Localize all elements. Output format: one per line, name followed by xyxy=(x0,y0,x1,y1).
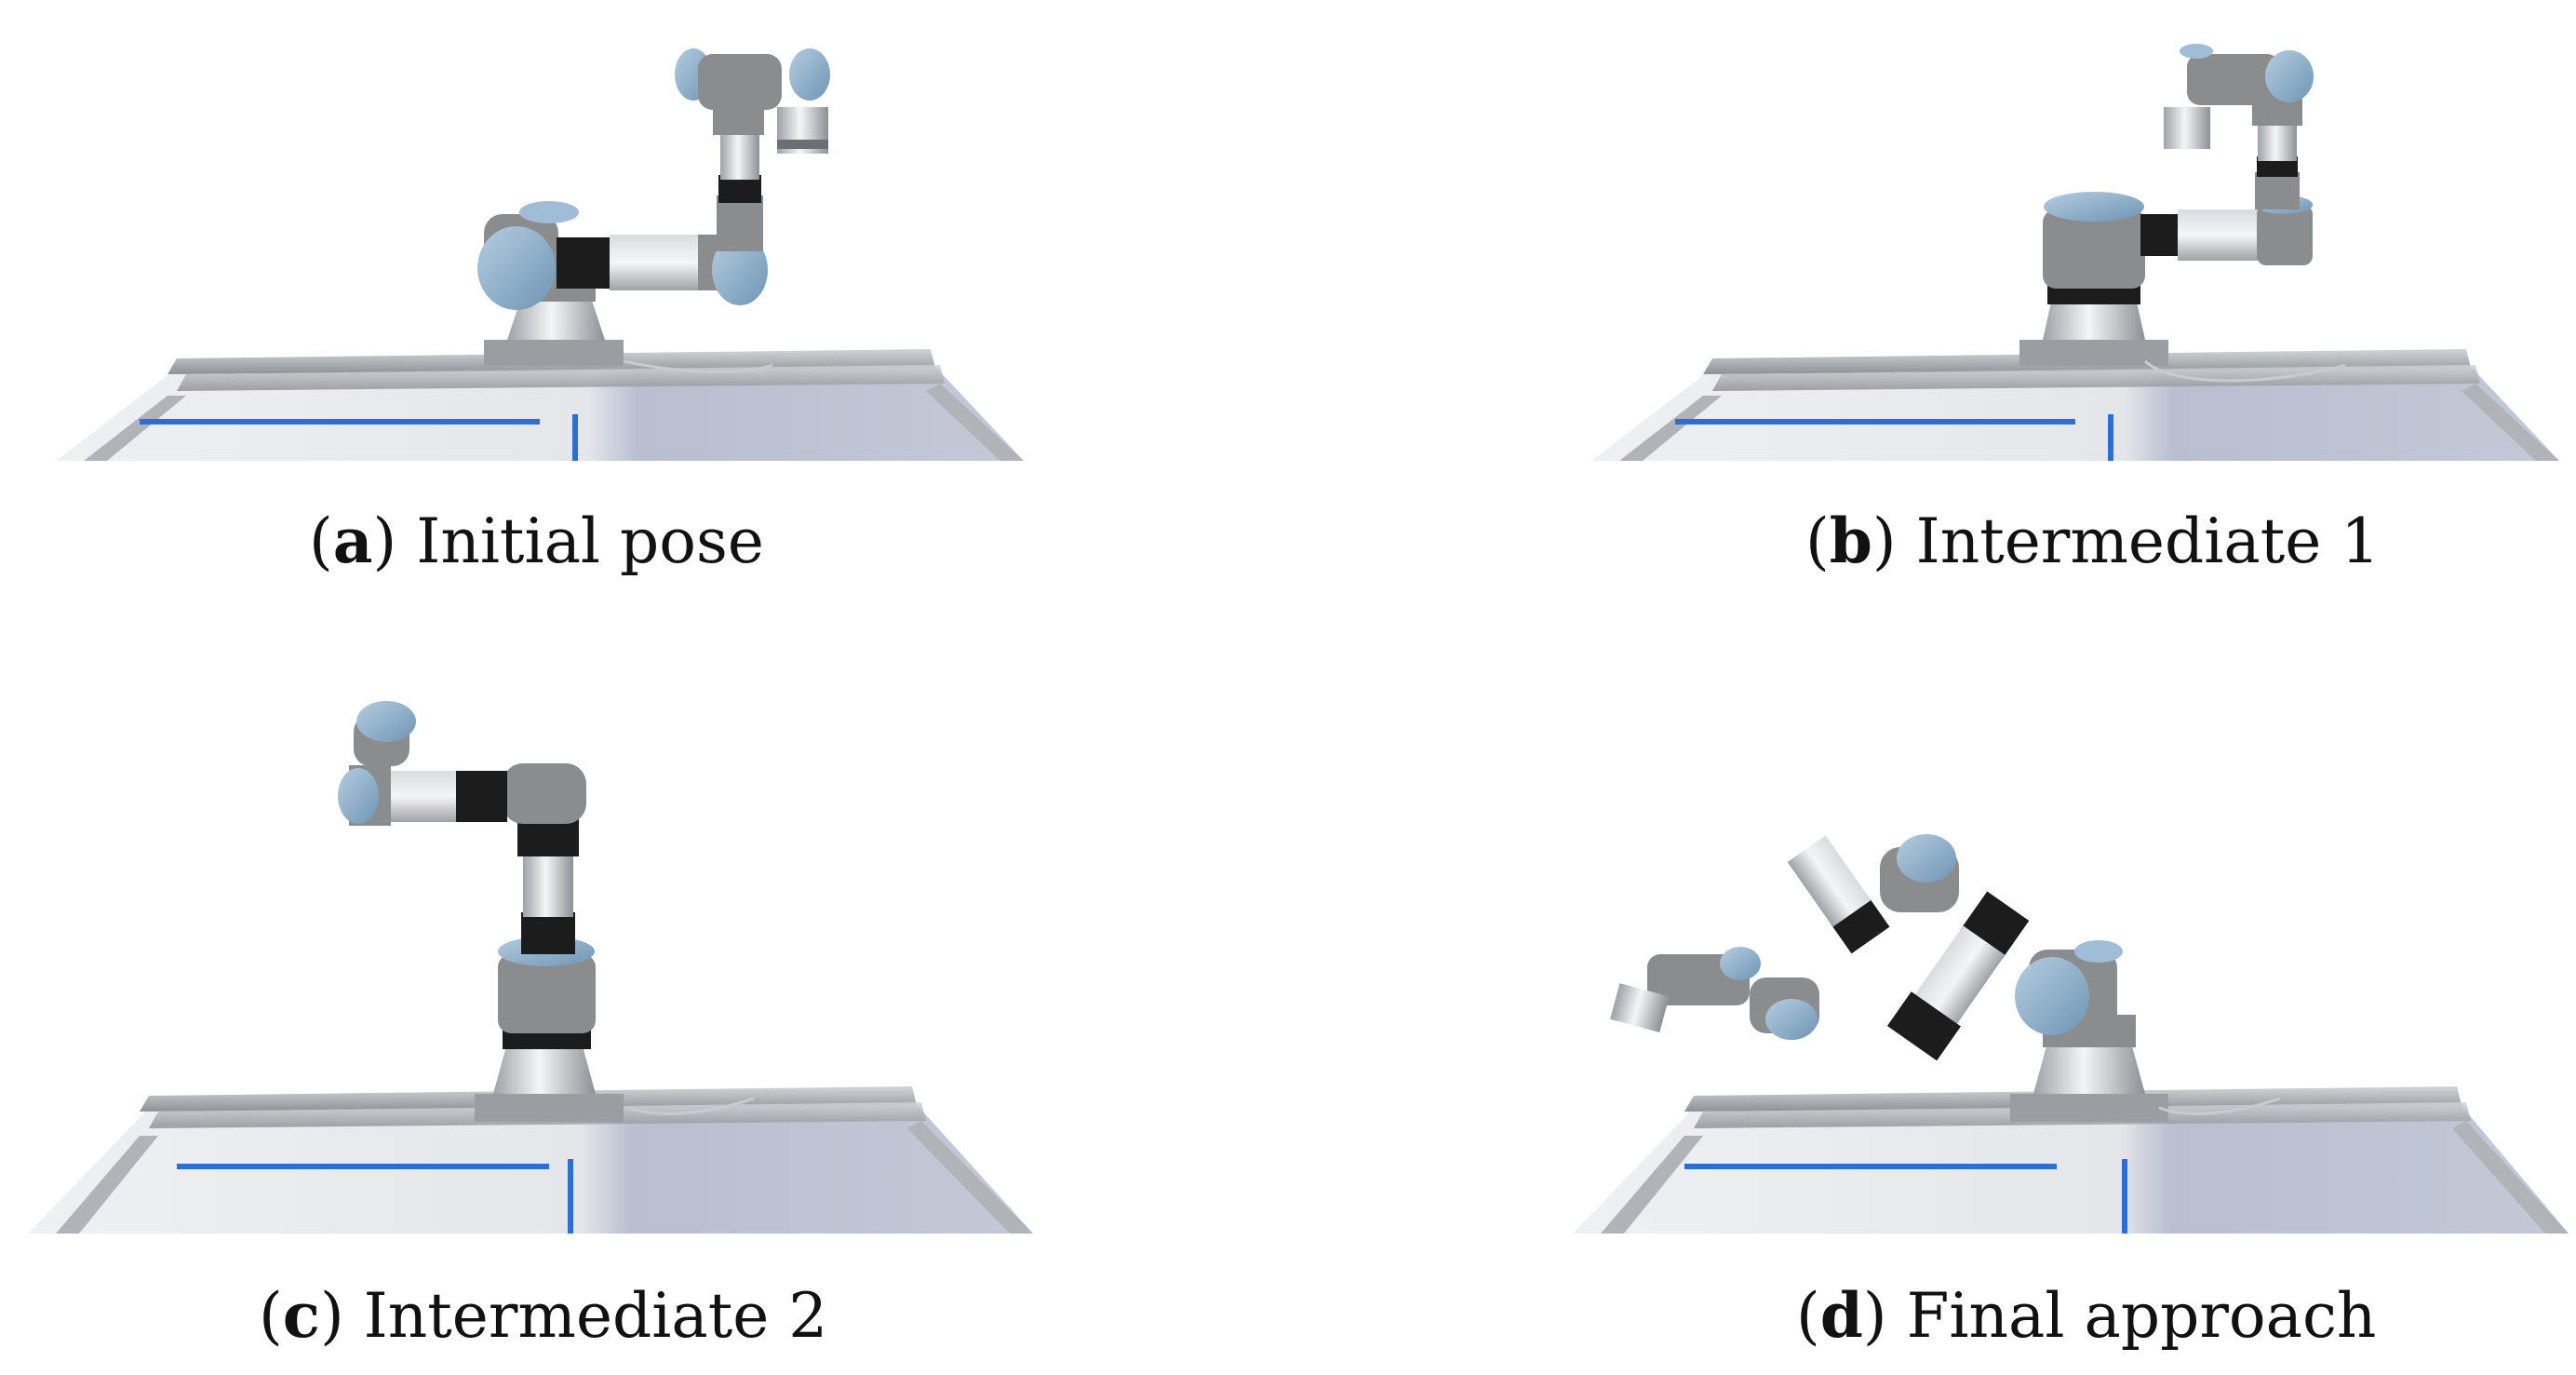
panel-c: (c) Intermediate 2 xyxy=(19,698,1052,1347)
robot-photo-b xyxy=(1591,44,2559,461)
robot-photo-c xyxy=(28,701,1033,1233)
caption-d: (d) Final approach xyxy=(1796,1279,2377,1352)
panel-a: (a) Initial pose xyxy=(47,37,1033,573)
caption-a: (a) Initial pose xyxy=(309,505,764,577)
caption-c: (c) Intermediate 2 xyxy=(259,1279,828,1352)
panel-d: (d) Final approach xyxy=(1563,698,2576,1347)
panel-b: (b) Intermediate 1 xyxy=(1582,37,2569,573)
caption-b: (b) Intermediate 1 xyxy=(1805,505,2381,577)
robot-photo-a xyxy=(56,48,1024,461)
robot-photo-d xyxy=(1573,834,2569,1233)
